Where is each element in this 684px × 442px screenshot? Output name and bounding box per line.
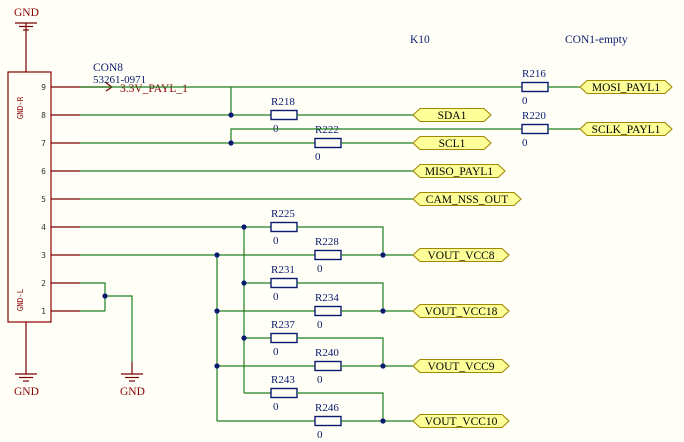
- resistor-value: 0: [273, 235, 279, 247]
- junction-dot: [380, 363, 386, 369]
- gnd-label: GND: [14, 386, 39, 398]
- resistor-value: 0: [317, 429, 323, 441]
- connector-designator: CON8: [93, 62, 123, 74]
- net-port-label: VOUT_VCC8: [427, 250, 494, 262]
- net-port-miso-payl1[interactable]: [412, 163, 506, 179]
- net-port-vout-vcc10[interactable]: [412, 413, 510, 429]
- resistor-value: 0: [317, 374, 323, 386]
- connector-pin-number: 6: [41, 167, 46, 176]
- connector-pin-number: 7: [41, 139, 46, 148]
- connector-pin-number: 1: [41, 307, 46, 316]
- resistor-ref: R234: [315, 292, 339, 304]
- junction-dot: [102, 293, 108, 299]
- junction-dot: [214, 252, 220, 258]
- resistor-r222: [314, 137, 342, 149]
- junction-dot: [214, 363, 220, 369]
- resistor-ref: R243: [271, 374, 295, 386]
- wire-sclk-a: [230, 128, 522, 143]
- connector-pin-number: 4: [41, 223, 46, 232]
- net-port-label: VOUT_VCC9: [427, 361, 494, 373]
- k10-header: K10: [410, 34, 430, 46]
- resistor-value: 0: [522, 137, 528, 149]
- resistor-r243: [270, 387, 298, 399]
- wire-ladder-join: [297, 282, 384, 311]
- resistor-ref: R216: [522, 68, 546, 80]
- resistor-ref: R246: [315, 402, 339, 414]
- junction-dot: [241, 335, 247, 341]
- resistor-value: 0: [315, 151, 321, 163]
- power-net-label: 3.3V_PAYL_1: [120, 83, 188, 95]
- net-port-label: VOUT_VCC18: [425, 306, 498, 318]
- resistor-ref: R228: [315, 236, 339, 248]
- net-port-mosi-payl1[interactable]: [579, 79, 673, 95]
- junction-dot: [228, 140, 234, 146]
- junction-dot: [241, 280, 247, 286]
- net-port-sda1[interactable]: [412, 107, 492, 123]
- resistor-r240: [314, 360, 342, 372]
- resistor-r228: [314, 249, 342, 261]
- net-port-label: SDA1: [438, 110, 467, 122]
- net-port-label: SCLK_PAYL1: [592, 124, 661, 136]
- resistor-r231: [270, 277, 298, 289]
- resistor-ref: R225: [271, 208, 295, 220]
- gnd-label: GND: [120, 386, 145, 398]
- resistor-value: 0: [273, 346, 279, 358]
- net-port-label: VOUT_VCC10: [425, 416, 498, 428]
- resistor-r237: [270, 332, 298, 344]
- resistor-r218: [270, 109, 298, 121]
- net-port-sclk-payl1[interactable]: [579, 121, 673, 137]
- net-port-label: MOSI_PAYL1: [592, 82, 660, 94]
- connector-body: [7, 71, 52, 323]
- resistor-r225: [270, 221, 298, 233]
- connector-gnd-r-label: GND-R: [16, 96, 25, 119]
- resistor-r234: [314, 305, 342, 317]
- connector-pin-number: 5: [41, 195, 46, 204]
- gnd-label: GND: [14, 7, 39, 19]
- resistor-ref: R237: [271, 319, 295, 331]
- resistor-ref: R218: [271, 96, 295, 108]
- connector-pin-number: 9: [41, 83, 46, 92]
- resistor-ref: R222: [315, 124, 339, 136]
- junction-dot: [380, 308, 386, 314]
- wire-ladder-join: [297, 337, 384, 366]
- junction-dot: [380, 252, 386, 258]
- resistor-ref: R240: [315, 347, 339, 359]
- resistor-value: 0: [317, 263, 323, 275]
- resistor-ref: R220: [522, 110, 546, 122]
- connector-pin-number: 2: [41, 279, 46, 288]
- net-port-cam-nss-out[interactable]: [412, 191, 522, 207]
- wire-gnd-right: [105, 295, 133, 362]
- resistor-ref: R231: [271, 264, 295, 276]
- connector-gnd-l-label: GND-L: [16, 288, 25, 311]
- resistor-value: 0: [522, 95, 528, 107]
- resistor-value: 0: [273, 291, 279, 303]
- con1-header: CON1-empty: [565, 34, 628, 46]
- resistor-r216: [521, 81, 549, 93]
- connector-pin-number: 8: [41, 111, 46, 120]
- net-port-label: MISO_PAYL1: [425, 166, 493, 178]
- net-port-vout-vcc8[interactable]: [412, 247, 510, 263]
- net-port-scl1[interactable]: [412, 135, 492, 151]
- wire-ladder-join: [297, 392, 384, 421]
- junction-dot: [228, 112, 234, 118]
- net-port-vout-vcc9[interactable]: [412, 358, 510, 374]
- net-port-label: CAM_NSS_OUT: [426, 194, 508, 206]
- resistor-r220: [521, 123, 549, 135]
- wire-pin2: [80, 282, 106, 311]
- junction-dot: [380, 418, 386, 424]
- resistor-r246: [314, 415, 342, 427]
- net-port-vout-vcc18[interactable]: [412, 303, 510, 319]
- resistor-value: 0: [273, 401, 279, 413]
- junction-dot: [241, 224, 247, 230]
- wire-ladder-join: [297, 226, 384, 255]
- net-port-label: SCL1: [439, 138, 466, 150]
- junction-dot: [214, 308, 220, 314]
- connector-pin-number: 3: [41, 251, 46, 260]
- resistor-value: 0: [317, 319, 323, 331]
